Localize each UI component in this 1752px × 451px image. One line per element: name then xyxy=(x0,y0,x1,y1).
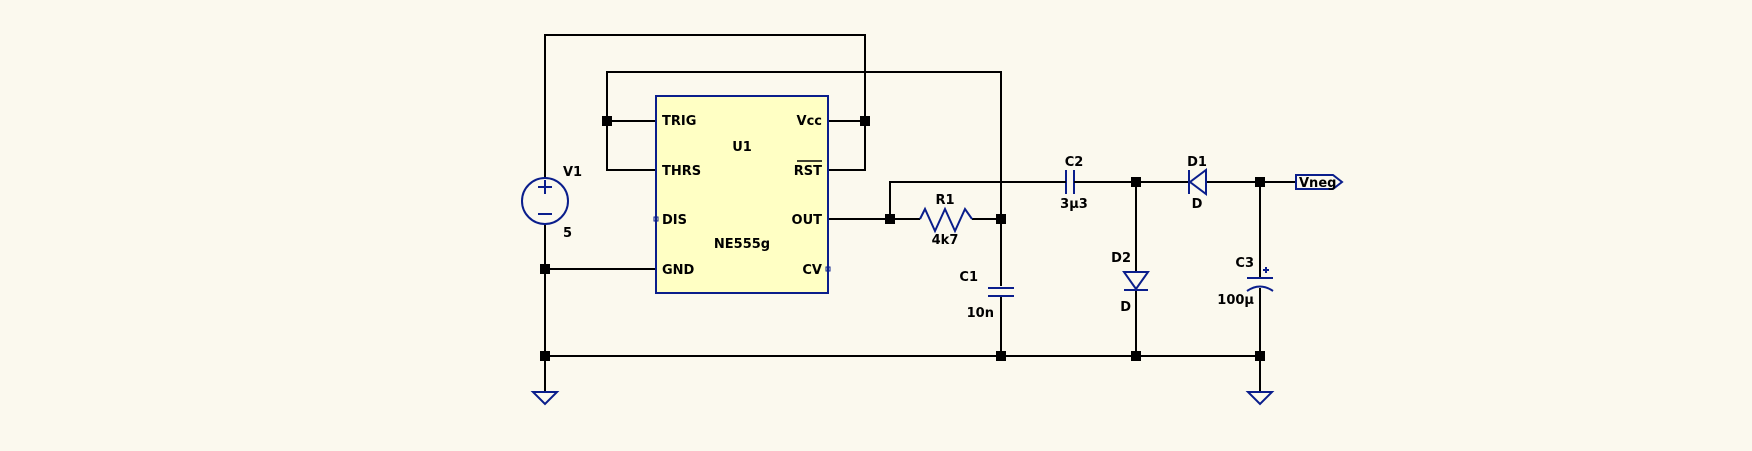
net-label-vneg[interactable]: Vneg xyxy=(1295,174,1344,191)
diode-icon xyxy=(1188,168,1207,196)
pin-label-gnd: GND xyxy=(662,263,695,278)
r1-ref: R1 xyxy=(935,193,954,208)
ic-part: NE555g xyxy=(714,237,770,252)
d1-ref: D1 xyxy=(1187,155,1207,170)
c3-value: 100µ xyxy=(1217,293,1254,308)
junction-trig-thrs xyxy=(602,116,612,126)
capacitor-c1[interactable]: C1 10n xyxy=(959,270,1014,321)
v1-ref: V1 xyxy=(563,165,582,180)
c2-value: 3µ3 xyxy=(1060,197,1088,212)
wire-trig-to-c1 xyxy=(606,71,1002,219)
d1-value: D xyxy=(1192,197,1203,212)
capacitor-icon xyxy=(1246,267,1274,292)
wire-out-to-c2 xyxy=(889,181,1062,219)
junction-out xyxy=(885,214,895,224)
v1-value: 5 xyxy=(563,226,572,241)
ground-left xyxy=(530,391,560,406)
capacitor-icon xyxy=(988,287,1014,297)
junction-gnd xyxy=(540,264,550,274)
pin-label-dis: DIS xyxy=(662,213,687,228)
wire-v1-to-vcc xyxy=(544,34,866,178)
junction-rail-left xyxy=(540,351,550,361)
pin-label-rst: RST xyxy=(794,164,822,179)
r1-value: 4k7 xyxy=(932,233,959,248)
wire-rst xyxy=(828,121,866,171)
junctions xyxy=(540,116,1265,361)
resistor-icon xyxy=(919,206,973,234)
c1-value: 10n xyxy=(967,306,994,321)
c3-ref: C3 xyxy=(1235,256,1254,271)
ground-icon xyxy=(530,391,560,406)
resistor-r1[interactable]: R1 4k7 xyxy=(919,193,973,248)
capacitor-icon xyxy=(1065,170,1075,194)
junction-d1-c3 xyxy=(1255,177,1265,187)
junction-rail-c3 xyxy=(1255,351,1265,361)
pin-label-vcc: Vcc xyxy=(797,114,822,129)
ic-body xyxy=(655,95,829,294)
ic-ne555[interactable]: TRIG THRS DIS GND Vcc RST OUT CV U1 NE55… xyxy=(653,95,831,294)
pin-label-trig: TRIG xyxy=(662,114,696,129)
c2-ref: C2 xyxy=(1065,155,1084,170)
diode-icon xyxy=(1122,271,1150,291)
pin-dis-unconnected xyxy=(653,216,659,222)
ic-ref: U1 xyxy=(732,140,752,155)
pin-label-cv: CV xyxy=(802,263,822,278)
d2-ref: D2 xyxy=(1111,251,1131,266)
junction-rail-d2 xyxy=(1131,351,1141,361)
capacitor-c2[interactable]: C2 3µ3 xyxy=(1060,155,1088,212)
pin-label-thrs: THRS xyxy=(662,164,701,179)
wire-thrs xyxy=(606,121,656,171)
voltage-source-v1[interactable]: V1 5 xyxy=(521,165,582,241)
ground-icon xyxy=(1245,391,1275,406)
diode-d1[interactable]: D1 D xyxy=(1187,155,1207,212)
pin-cv-unconnected xyxy=(825,266,831,272)
junction-vcc xyxy=(860,116,870,126)
pin-label-out: OUT xyxy=(792,213,823,228)
c1-ref: C1 xyxy=(959,270,978,285)
junction-rail-c1 xyxy=(996,351,1006,361)
capacitor-c3[interactable]: C3 100µ xyxy=(1217,256,1274,308)
net-label-flag xyxy=(1295,174,1344,190)
junction-r1-c1 xyxy=(996,214,1006,224)
net-label-text: Vneg xyxy=(1299,176,1336,191)
ground-right xyxy=(1245,391,1275,406)
d2-value: D xyxy=(1120,300,1131,315)
junction-c2-d1 xyxy=(1131,177,1141,187)
voltage-source-icon xyxy=(521,177,569,225)
diode-d2[interactable]: D2 D xyxy=(1111,251,1150,315)
